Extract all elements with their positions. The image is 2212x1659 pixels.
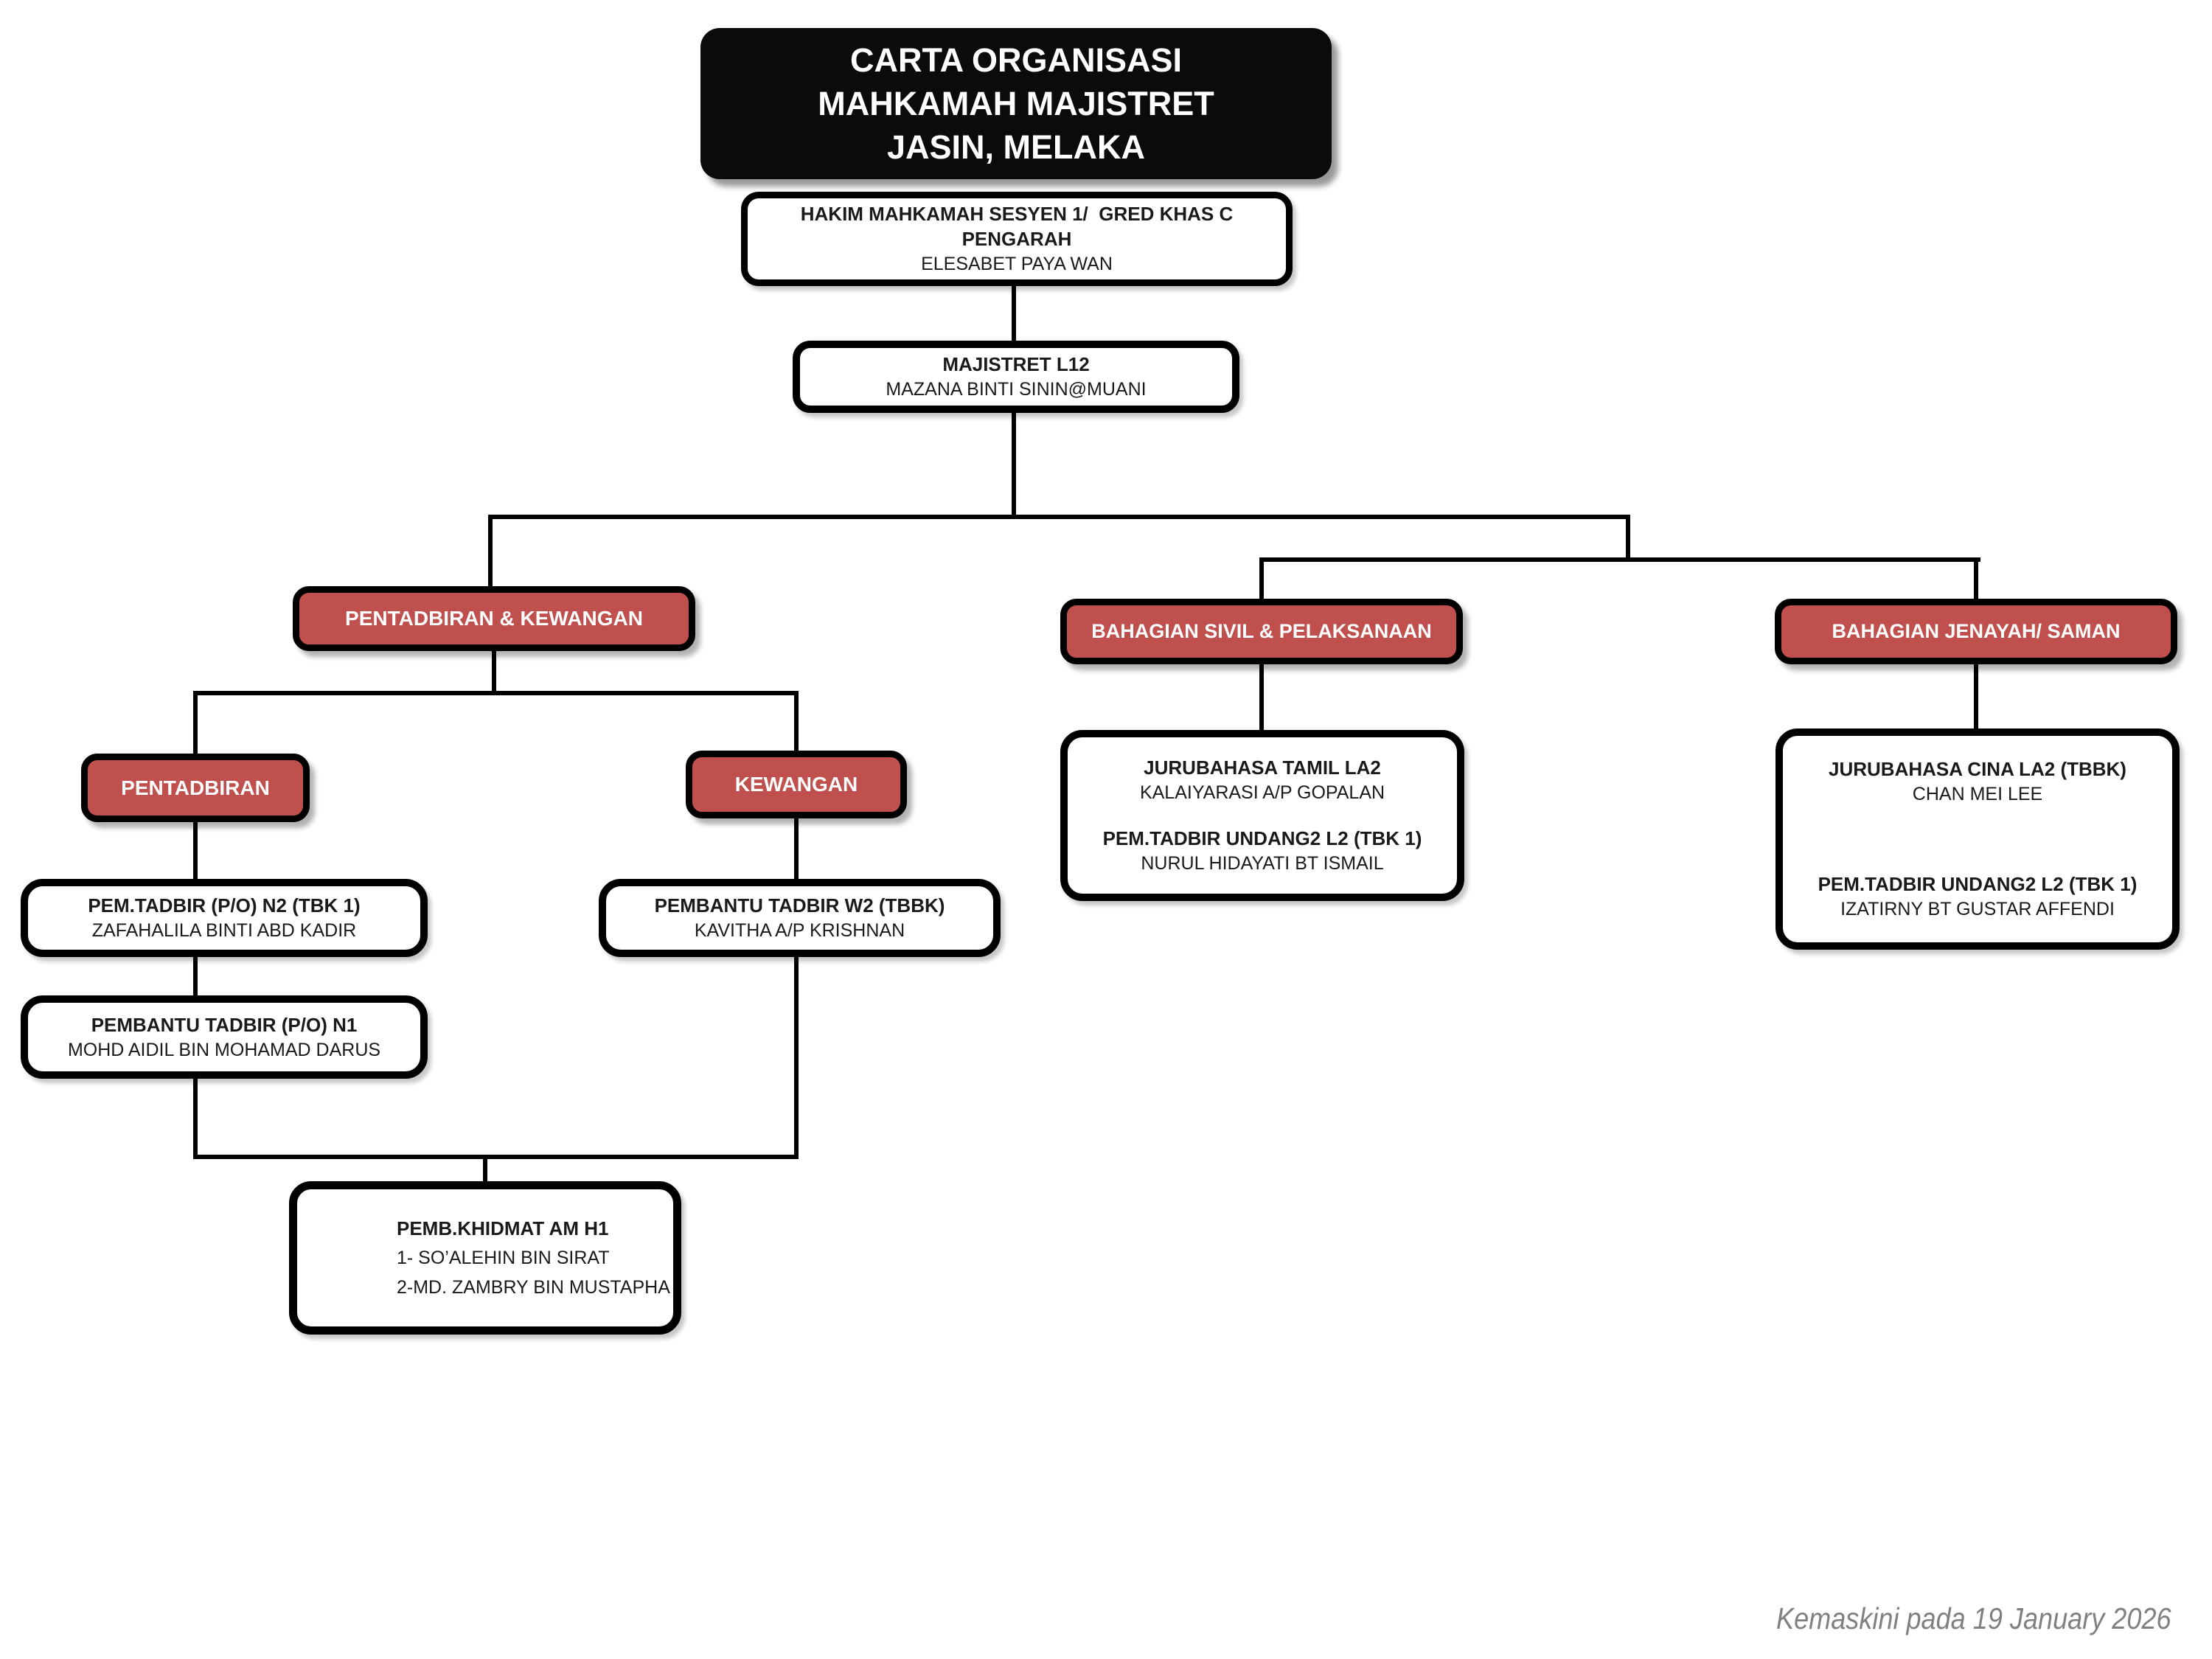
- connector-drop-jenayah: [1974, 557, 1978, 602]
- chart-title-box: CARTA ORGANISASI MAHKAMAH MAJISTRET JASI…: [700, 28, 1332, 179]
- connector-n1-down: [193, 1077, 198, 1159]
- connector-drop-pentadbiran-kewangan: [488, 515, 493, 588]
- node-pem-tadbir-n2: PEM.TADBIR (P/O) N2 (TBK 1) ZAFAHALILA B…: [21, 879, 428, 957]
- connector-sivil-to-tamil: [1259, 662, 1264, 731]
- node-jurubahasa-cina-title2: PEM.TADBIR UNDANG2 L2 (TBK 1): [1818, 873, 2138, 895]
- node-hakim-title-line2: PENGARAH: [961, 228, 1072, 250]
- node-jurubahasa-cina-name: CHAN MEI LEE: [1912, 784, 2043, 804]
- connector-drop-sivil: [1259, 557, 1264, 602]
- connector-majistret-down: [1012, 411, 1016, 519]
- connector-drop-right-branch: [1626, 515, 1630, 561]
- node-pem-tadbir-n2-name: ZAFAHALILA BINTI ABD KADIR: [91, 920, 357, 941]
- branch-pentadbiran: PENTADBIRAN: [81, 754, 310, 822]
- node-hakim-title-line1: HAKIM MAHKAMAH SESYEN 1/ GRED KHAS C: [800, 203, 1234, 225]
- node-pembantu-tadbir-w2-name: KAVITHA A/P KRISHNAN: [694, 920, 905, 941]
- connector-drop-pentadbiran: [193, 691, 198, 756]
- node-pem-tadbir-n2-title: PEM.TADBIR (P/O) N2 (TBK 1): [88, 894, 361, 917]
- node-majistret-title: MAJISTRET L12: [942, 353, 1090, 375]
- connector-main-horizontal: [488, 515, 1630, 519]
- node-pemb-khidmat-am-title: PEMB.KHIDMAT AM H1: [397, 1217, 609, 1239]
- node-pembantu-tadbir-w2: PEMBANTU TADBIR W2 (TBBK) KAVITHA A/P KR…: [599, 879, 1001, 957]
- node-majistret-name: MAZANA BINTI SININ@MUANI: [886, 379, 1147, 400]
- connector-join-horizontal: [193, 1155, 799, 1159]
- node-pembantu-tadbir-n1-name: MOHD AIDIL BIN MOHAMAD DARUS: [67, 1039, 381, 1060]
- branch-bahagian-jenayah-label: BAHAGIAN JENAYAH/ SAMAN: [1832, 620, 2121, 642]
- connector-hakim-to-majistret: [1012, 285, 1016, 344]
- node-pemb-khidmat-member-1: 1- SO’ALEHIN BIN SIRAT: [397, 1248, 610, 1268]
- node-jurubahasa-tamil-name: KALAIYARASI A/P GOPALAN: [1139, 782, 1385, 803]
- connector-w2-down: [794, 955, 799, 1159]
- connector-kewangan-to-w2: [794, 815, 799, 880]
- node-pembantu-tadbir-n1: PEMBANTU TADBIR (P/O) N1 MOHD AIDIL BIN …: [21, 995, 428, 1079]
- node-hakim-name: ELESABET PAYA WAN: [921, 254, 1113, 274]
- node-hakim-mahkamah: HAKIM MAHKAMAH SESYEN 1/ GRED KHAS C PEN…: [741, 192, 1293, 286]
- connector-pentadbiran-to-n2: [193, 820, 198, 880]
- connector-jenayah-to-cina: [1974, 662, 1978, 731]
- chart-title-line-1: CARTA ORGANISASI: [850, 41, 1182, 79]
- node-pemb-khidmat-member-2: 2-MD. ZAMBRY BIN MUSTAPHA: [397, 1277, 670, 1298]
- node-jurubahasa-tamil-title: JURUBAHASA TAMIL LA2: [1144, 757, 1381, 779]
- node-jurubahasa-cina-title: JURUBAHASA CINA LA2 (TBBK): [1829, 758, 2126, 780]
- connector-right-horizontal: [1259, 557, 1980, 562]
- spacer: [1068, 805, 1457, 826]
- node-pemb-khidmat-am: PEMB.KHIDMAT AM H1 1- SO’ALEHIN BIN SIRA…: [289, 1181, 681, 1335]
- branch-pentadbiran-label: PENTADBIRAN: [121, 776, 270, 799]
- connector-pk-down: [492, 649, 496, 695]
- chart-title-line-3: JASIN, MELAKA: [886, 128, 1146, 166]
- node-jurubahasa-tamil: JURUBAHASA TAMIL LA2 KALAIYARASI A/P GOP…: [1060, 730, 1464, 901]
- connector-pk-split-horizontal: [193, 691, 799, 695]
- spacer: [1783, 807, 2172, 872]
- branch-kewangan: KEWANGAN: [686, 751, 907, 818]
- connector-drop-kewangan: [794, 691, 799, 754]
- node-jurubahasa-tamil-name2: NURUL HIDAYATI BT ISMAIL: [1141, 853, 1384, 874]
- node-majistret: MAJISTRET L12 MAZANA BINTI SININ@MUANI: [793, 341, 1239, 413]
- branch-bahagian-jenayah: BAHAGIAN JENAYAH/ SAMAN: [1775, 599, 2177, 664]
- connector-n2-to-n1: [193, 954, 198, 997]
- node-jurubahasa-tamil-title2: PEM.TADBIR UNDANG2 L2 (TBK 1): [1102, 827, 1422, 849]
- connector-drop-khidmat: [483, 1155, 487, 1184]
- branch-pentadbiran-kewangan: PENTADBIRAN & KEWANGAN: [293, 586, 695, 651]
- footer-updated-text: Kemaskini pada 19 January 2026: [1776, 1601, 2171, 1635]
- branch-bahagian-sivil-label: BAHAGIAN SIVIL & PELAKSANAAN: [1091, 620, 1432, 642]
- branch-pentadbiran-kewangan-label: PENTADBIRAN & KEWANGAN: [345, 607, 643, 630]
- branch-bahagian-sivil: BAHAGIAN SIVIL & PELAKSANAAN: [1060, 599, 1463, 664]
- node-jurubahasa-cina: JURUBAHASA CINA LA2 (TBBK) CHAN MEI LEE …: [1775, 728, 2180, 950]
- node-pembantu-tadbir-n1-title: PEMBANTU TADBIR (P/O) N1: [91, 1013, 358, 1036]
- branch-kewangan-label: KEWANGAN: [734, 773, 858, 796]
- node-pembantu-tadbir-w2-title: PEMBANTU TADBIR W2 (TBBK): [654, 894, 945, 917]
- node-jurubahasa-cina-name2: IZATIRNY BT GUSTAR AFFENDI: [1840, 899, 2115, 919]
- chart-title-line-2: MAHKAMAH MAJISTRET: [818, 85, 1214, 122]
